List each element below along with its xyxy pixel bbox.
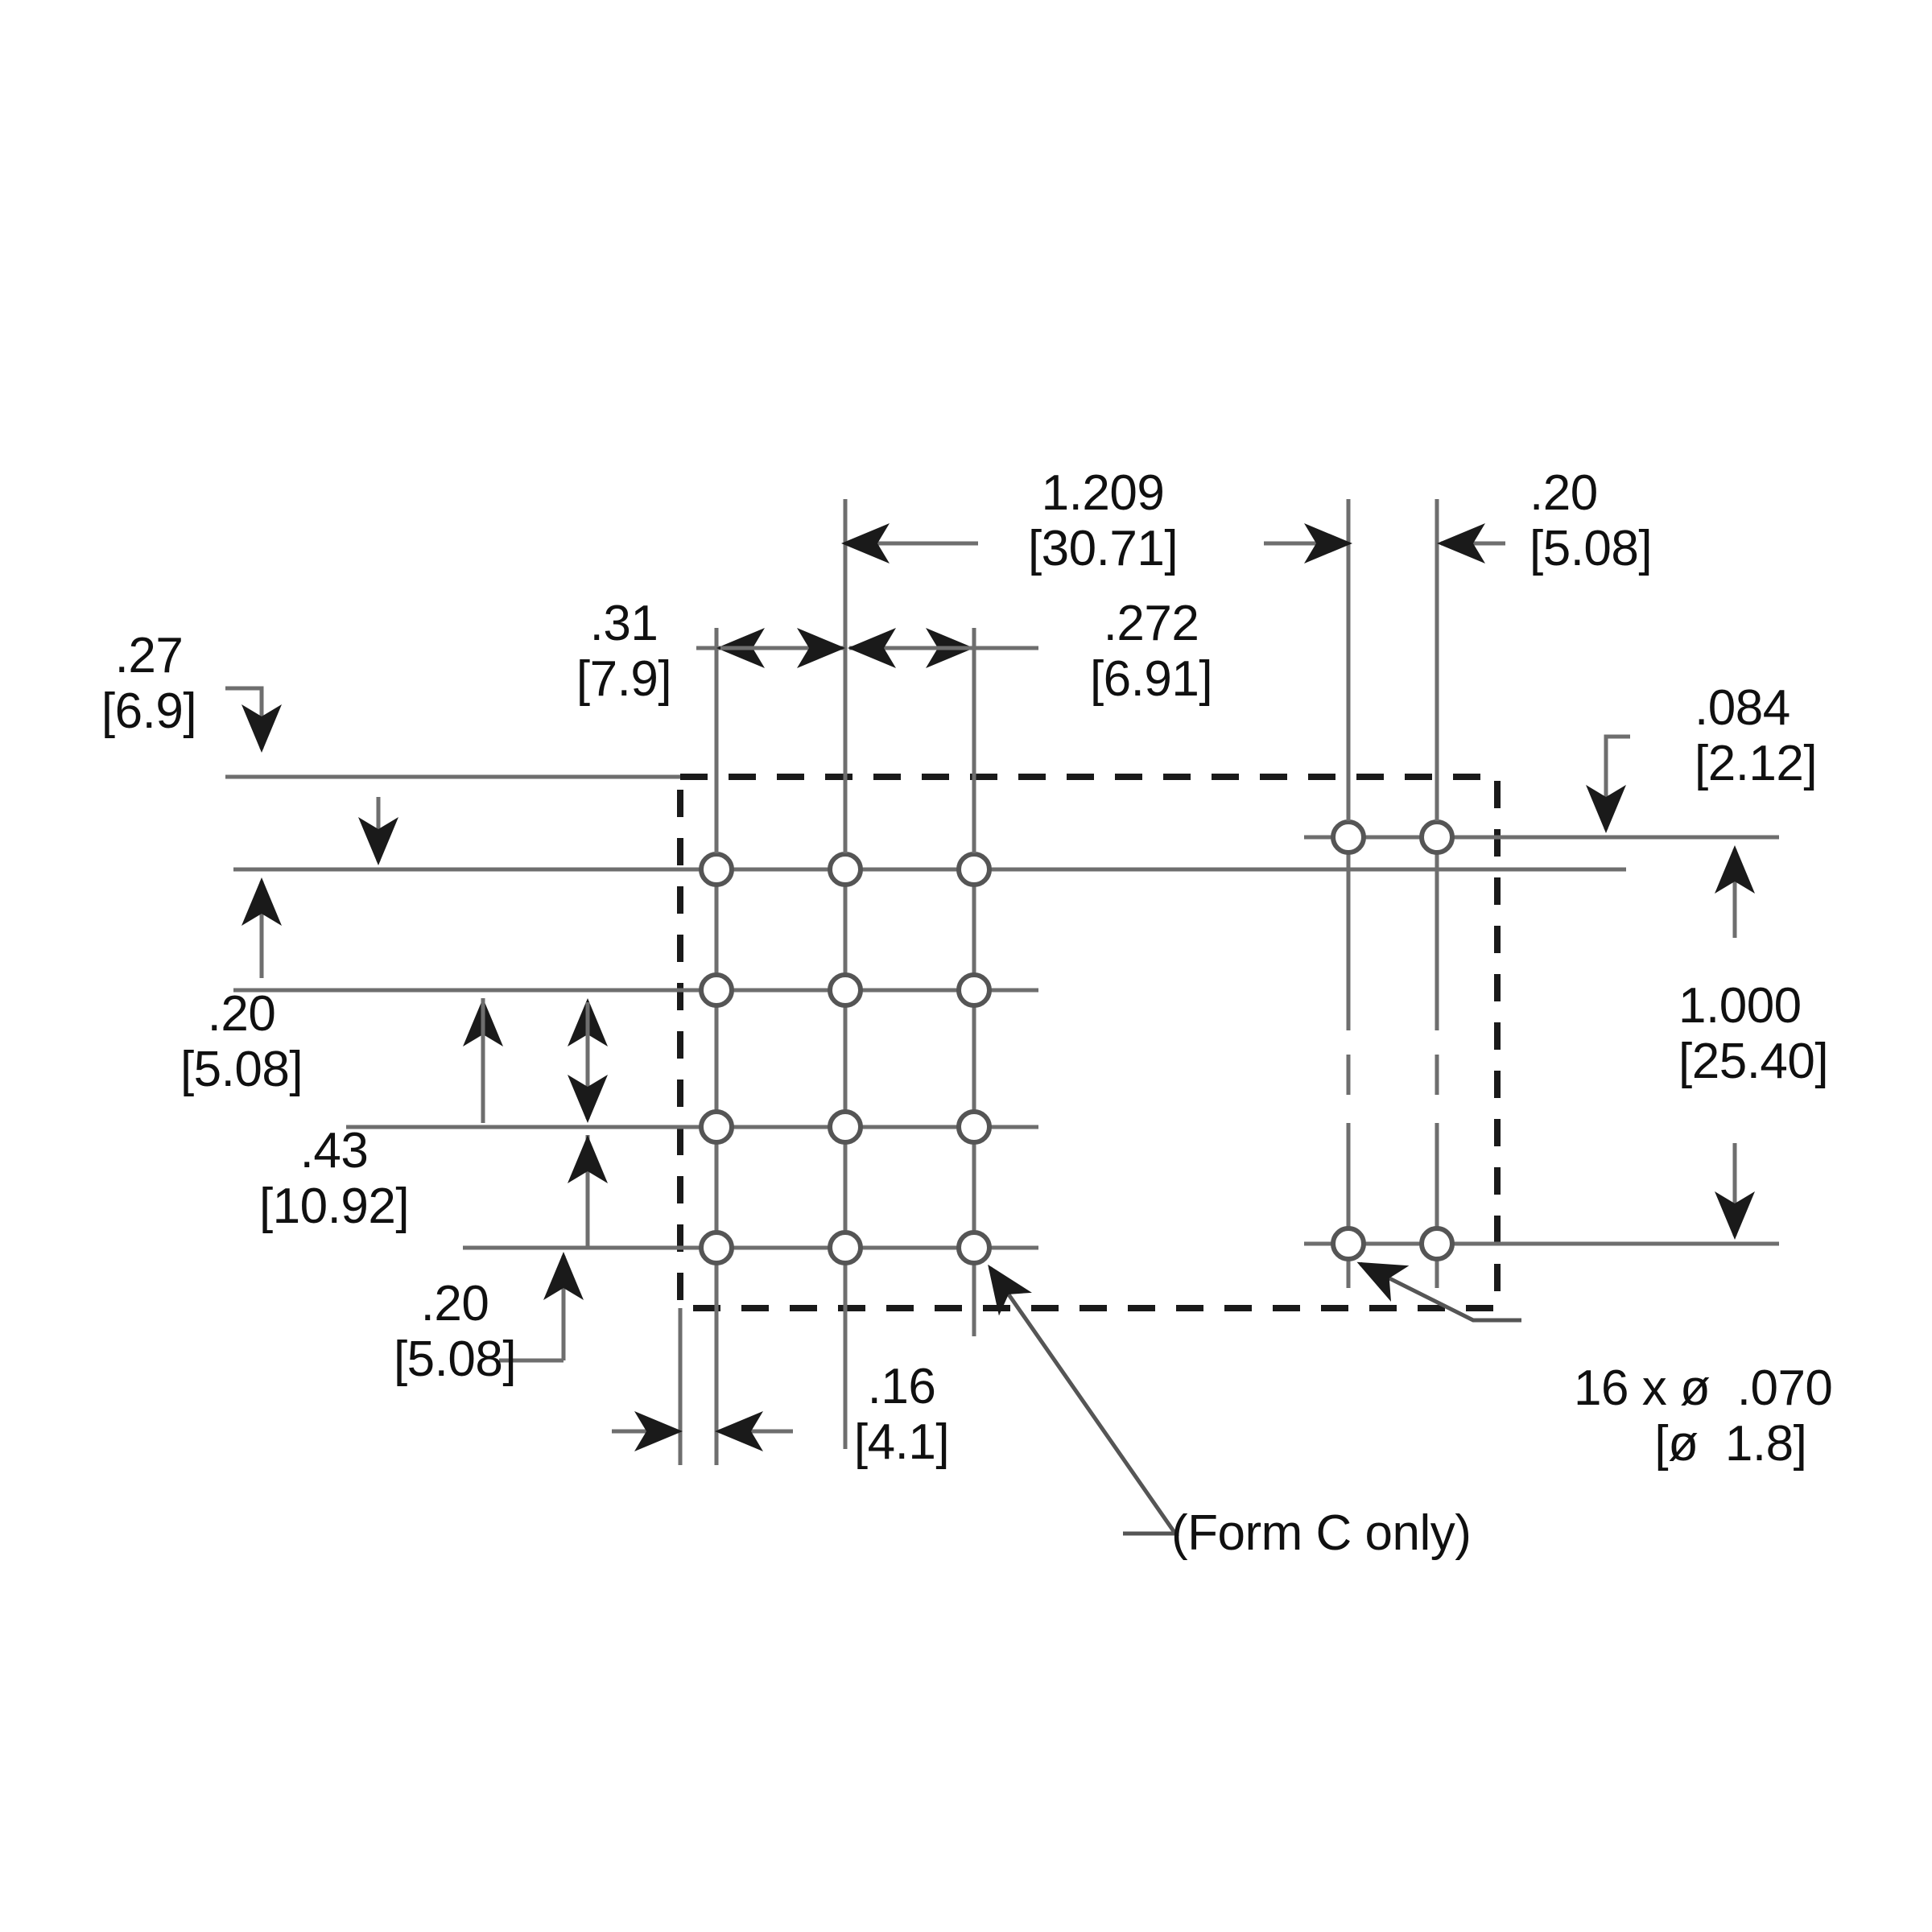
dim-label-right-top-offset: .084[2.12] [1695,680,1818,792]
dim-label-left-edge-offset: .31[7.9] [576,596,672,708]
pad-hole [1331,1226,1366,1261]
dim-label-overall-top: 1.209[30.71] [1027,465,1179,577]
dim-label-top-left-offset: .27[6.9] [101,628,197,740]
form-c-note-label: (Form C only) [1171,1505,1472,1561]
hole-group-left [699,852,992,1265]
dim-label-bottom-offset: .16[4.1] [853,1359,950,1471]
pad-hole [699,1230,734,1265]
pad-hole [956,972,992,1008]
pad-hole [956,852,992,887]
dim-label-left-row-gap-3: .20[5.08] [393,1276,517,1388]
dim-bottom-offset [612,1308,793,1465]
leader-right-top-offset [1497,734,1779,840]
pad-hole [1331,819,1366,855]
hole-callout-label: 16 x ø .070 [ø 1.8] [1574,1360,1833,1472]
pad-hole [956,1230,992,1265]
dim-label-right-span: 1.000[25.40] [1678,978,1829,1090]
dim-label-left-row-gap-1: .20[5.08] [180,986,303,1098]
pad-hole [699,972,734,1008]
dim-left-vertical-stack [233,797,608,1363]
dim-label-right-pair-pitch-top: .20[5.08] [1530,465,1653,577]
leader-top-left-offset [225,686,680,779]
pad-hole [956,1109,992,1145]
pad-hole [699,1109,734,1145]
pad-hole [828,972,863,1008]
pad-hole [828,852,863,887]
pad-hole [1419,1226,1455,1261]
pad-hole [699,852,734,887]
hole-group-right [1331,819,1455,1261]
dim-label-left-row-gap-2: .43[10.92] [258,1123,410,1235]
dim-label-pin-pitch: .272[6.91] [1089,596,1213,708]
relay-body-outline [677,774,1501,1311]
leader-form-c [988,1264,1179,1536]
dim-right-span [1497,845,1779,1246]
pad-hole [828,1230,863,1265]
pad-hole [1419,819,1455,855]
leader-hole-callout [1356,1261,1521,1323]
pad-hole [828,1109,863,1145]
